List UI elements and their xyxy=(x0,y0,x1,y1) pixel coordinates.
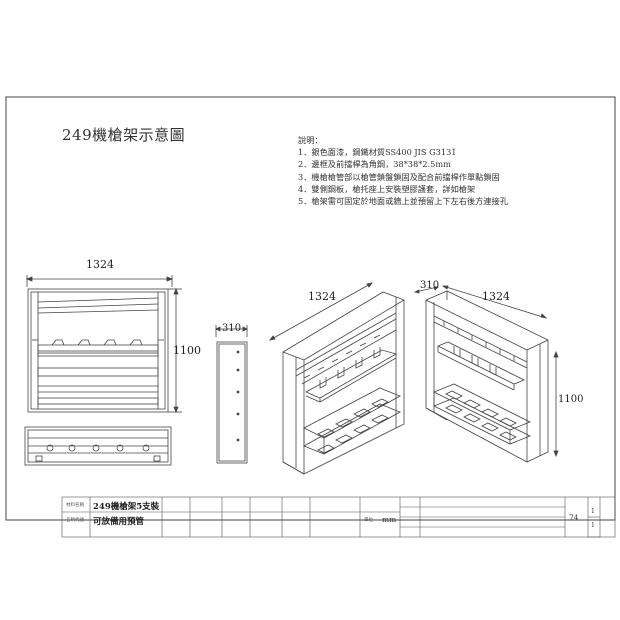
iso-view-left xyxy=(269,282,405,475)
side-view xyxy=(215,325,248,464)
title-block-grid xyxy=(61,496,616,538)
dim-iso-left-width: 1324 xyxy=(308,290,336,303)
front-view xyxy=(25,275,182,414)
note-item: 4．雙側鋼板，槍托座上安裝塑膠護套，詳如槍架 xyxy=(298,183,476,194)
drawing-title: 249機槍架示意圖 xyxy=(62,126,186,144)
note-item: 3．機槍槍管部以槍管鎖盤鎖固及配合前擋桿作單點鎖固 xyxy=(298,171,500,182)
note-item: 2．邊框及前擋桿為角鋼，38*38*2.5mm xyxy=(298,159,451,170)
tb-name-value: 249機槍架5支裝 xyxy=(93,502,160,512)
iso-view-right xyxy=(413,285,559,463)
note-item: 1．銀色面漆，鋼鐵材質SS400 JIS G3131 xyxy=(298,147,457,158)
tb-unit-value: mm xyxy=(382,515,397,524)
notes-block: 說明： 1．銀色面漆，鋼鐵材質SS400 JIS G3131 2．邊框及前擋桿為… xyxy=(298,134,508,207)
tb-spec-label: 名稱代號 xyxy=(66,518,84,523)
dim-iso-right-width: 1324 xyxy=(482,290,510,303)
dim-side-depth: 310 xyxy=(222,323,242,334)
notes-header: 說明： xyxy=(298,135,323,145)
tb-unit-label: 單位 xyxy=(364,518,373,523)
dim-iso-right-depth: 310 xyxy=(420,280,440,291)
dim-front-width: 1324 xyxy=(86,258,114,271)
sheet-border xyxy=(5,96,616,521)
note-item: 5．槍架需可固定於地面或牆上並預留上下左右後方連接孔 xyxy=(298,196,508,207)
tb-sheet-top: 1 xyxy=(591,508,595,515)
tb-name-label: 材料名稱 xyxy=(66,503,84,508)
top-view xyxy=(24,426,172,466)
tb-spec-value: 可放備用預管 xyxy=(93,517,145,527)
tb-page-number: 74 xyxy=(569,513,579,522)
dim-front-height: 1100 xyxy=(173,344,201,357)
dim-iso-right-height: 1100 xyxy=(558,394,584,405)
tb-sheet-bottom: 1 xyxy=(591,522,595,529)
